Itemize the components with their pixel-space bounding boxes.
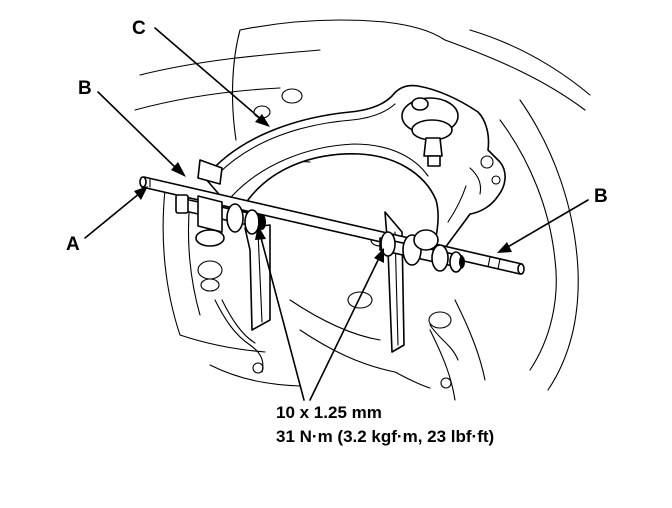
callout-a: A	[66, 234, 80, 255]
callout-c: C	[132, 18, 146, 39]
torque-spec: 31 N·m (3.2 kgf·m, 23 lbf·ft)	[276, 427, 494, 446]
thread-spec: 10 x 1.25 mm	[276, 403, 382, 422]
leader-lines	[84, 27, 589, 401]
callout-b-left: B	[78, 78, 92, 99]
callout-b-right: B	[594, 186, 608, 207]
pivot-bolts	[175, 194, 465, 273]
upper-arm	[197, 84, 506, 249]
